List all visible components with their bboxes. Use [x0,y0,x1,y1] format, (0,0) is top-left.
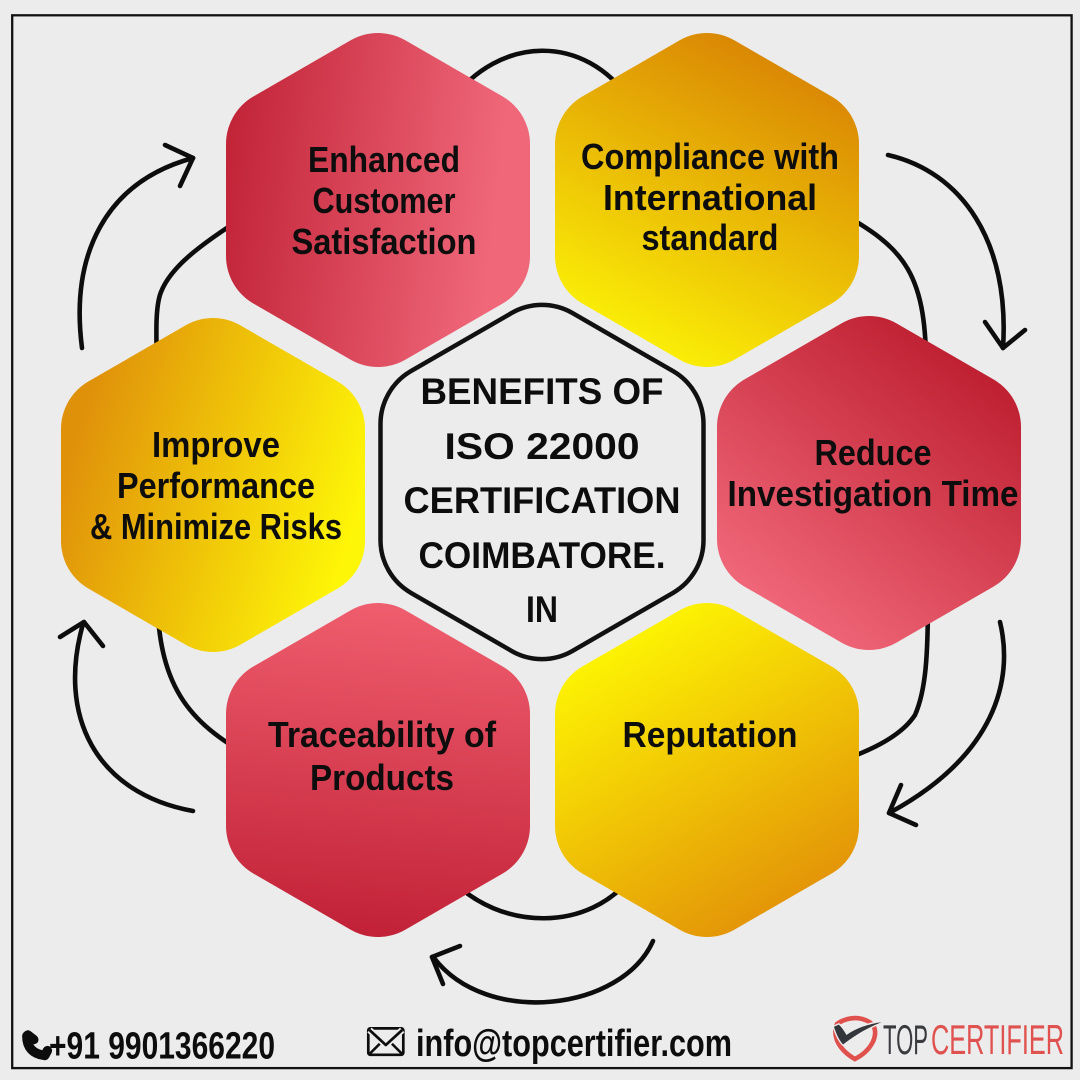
svg-text:+91 9901366220: +91 9901366220 [49,1026,275,1068]
svg-text:Traceability of: Traceability of [268,714,497,755]
svg-text:Reduce: Reduce [815,432,932,473]
svg-text:Improve: Improve [152,424,280,465]
svg-text:Enhanced: Enhanced [308,139,460,180]
svg-text:CERTIFICATION: CERTIFICATION [404,480,681,521]
svg-text:IN: IN [526,589,558,630]
svg-text:ISO 22000: ISO 22000 [445,426,640,467]
svg-text:Investigation Time: Investigation Time [728,473,1019,514]
svg-text:& Minimize Risks: & Minimize Risks [90,506,342,547]
svg-text:Compliance with: Compliance with [581,136,839,177]
svg-text:CERTIFIER: CERTIFIER [931,1016,1064,1063]
svg-text:TOP: TOP [883,1016,928,1063]
svg-text:Products: Products [310,757,454,798]
svg-text:info@topcertifier.com: info@topcertifier.com [416,1023,732,1065]
svg-text:COIMBATORE.: COIMBATORE. [419,535,666,576]
svg-text:BENEFITS OF: BENEFITS OF [421,371,664,412]
svg-text:International: International [603,177,817,218]
svg-text:Reputation: Reputation [623,714,798,755]
svg-text:Performance: Performance [117,465,315,506]
svg-text:Satisfaction: Satisfaction [292,221,477,262]
svg-text:Customer: Customer [313,180,456,221]
svg-text:standard: standard [642,217,779,258]
